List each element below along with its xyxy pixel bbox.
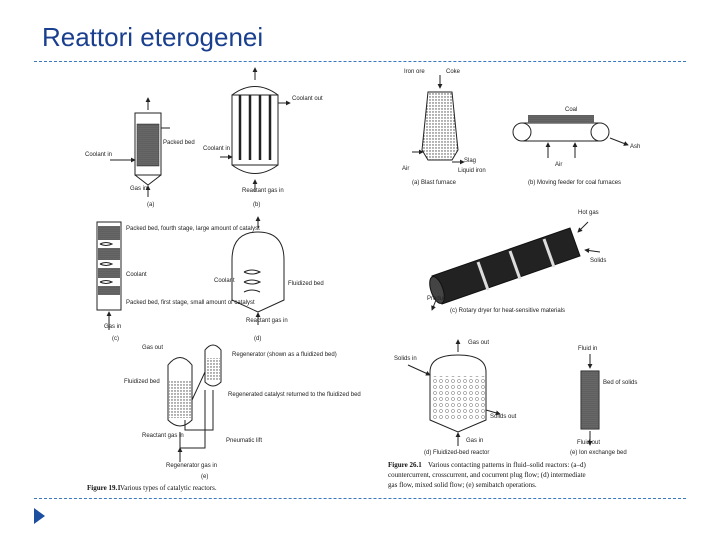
label-coke: Coke [446, 69, 461, 75]
label-sub-d: (d) [254, 336, 261, 342]
label-product: Product [427, 296, 448, 302]
reactor-a-packed-bed: Packed bed Coolant in Gas in (a) [85, 97, 195, 208]
label-sub-c: (c) [112, 336, 119, 342]
label-solids-out: Solids out [490, 414, 517, 420]
label-slag: Slag [464, 158, 476, 164]
title-divider [34, 61, 686, 62]
reactor-c-staged-bed: Packed bed, fourth stage, large amount o… [96, 221, 260, 342]
label-coolant-in-a: Coolant in [85, 152, 112, 158]
label-sub-b: (b) [253, 202, 260, 208]
label-air-a: Air [402, 166, 409, 172]
label-bed-of-solids: Bed of solids [603, 380, 637, 386]
label-gas-out: Gas out [468, 340, 489, 346]
nav-triangle-icon[interactable] [34, 508, 45, 524]
label-coolant-out: Coolant out [292, 96, 323, 102]
label-regenerator-gas-in: Regenerator gas in [166, 463, 217, 469]
caption-26-1-line-1: Various contacting patterns in fluid–sol… [428, 461, 587, 469]
reactor-rotary-dryer: Hot gas Solids Product (c) Rotary dryer … [427, 210, 606, 314]
reactor-d-fluidized-bed: Coolant Fluidized bed Reactant gas in (d… [214, 216, 324, 342]
label-gas-in-a: Gas in [130, 186, 147, 192]
label-ion-exchange: (e) Ion exchange bed [570, 450, 627, 456]
label-hot-gas: Hot gas [578, 210, 599, 216]
label-pneumatic-lift: Pneumatic lift [226, 438, 262, 444]
label-coolant-d: Coolant [214, 278, 235, 284]
label-gas-out-e: Gas out [142, 345, 163, 351]
label-sub-a: (a) [147, 202, 154, 208]
label-ash: Ash [630, 144, 640, 150]
label-liquid-iron: Liquid iron [458, 168, 486, 174]
label-regenerator-shown: Regenerator (shown as a fluidized bed) [232, 352, 337, 358]
label-blast-furnace: (a) Blast furnace [412, 180, 457, 186]
label-reactant-gas-in-e: Reactant gas in [142, 433, 184, 439]
label-coolant-c: Coolant [126, 272, 147, 278]
label-solids-in: Solids in [394, 356, 417, 362]
caption-bold-26-1: Figure 26.1 [388, 461, 422, 469]
caption-bold-19-1: Figure 19.1 [87, 484, 121, 492]
label-coolant-in-b: Coolant in [203, 146, 230, 152]
label-fluid-in: Fluid in [578, 346, 597, 352]
caption-26-1-line-3: gas flow, mixed solid flow; (e) semibatc… [388, 481, 537, 489]
label-coal: Coal [565, 107, 577, 113]
caption-19-1: Various types of catalytic reactors. [120, 484, 217, 492]
label-gas-in-c: Gas in [104, 324, 121, 330]
label-regenerated-catalyst: Regenerated catalyst returned to the flu… [228, 392, 361, 398]
reactor-moving-feeder: Coal Ash Air (b) Moving feeder for coal … [512, 107, 640, 186]
fluid-solid-reactors-figure: Iron ore Coke Air Slag Liquid iron (a) B… [388, 69, 640, 489]
label-reactant-gas-in-b: Reactant gas in [242, 188, 284, 194]
reactor-blast-furnace: Iron ore Coke Air Slag Liquid iron (a) B… [402, 69, 486, 186]
reactor-ion-exchange-bed: Fluid in Bed of solids Fluid out (e) Ion… [570, 346, 637, 456]
catalytic-reactors-figure: Packed bed Coolant in Gas in (a) Coolant… [85, 67, 361, 492]
slide-title: Reattori eterogenei [42, 22, 264, 52]
label-solids-c: Solids [590, 258, 606, 264]
label-reactant-gas-in-d: Reactant gas in [246, 318, 288, 324]
reactor-e-regenerator: Gas out Regenerator (shown as a fluidize… [124, 344, 361, 480]
label-gas-in-d: Gas in [466, 438, 483, 444]
label-sub-e: (e) [201, 474, 208, 480]
label-fluidized-bed-d: Fluidized bed [288, 281, 324, 287]
label-fluidized-bed-reactor: (d) Fluidized-bed reactor [424, 450, 489, 456]
caption-26-1-line-2: countercurrent, crosscurrent, and cocurr… [388, 471, 586, 479]
label-iron-ore: Iron ore [404, 69, 425, 75]
label-packed-bed-fourth: Packed bed, fourth stage, large amount o… [126, 226, 260, 232]
label-packed-bed: Packed bed [163, 140, 195, 146]
reactor-b-multitube: Coolant out Coolant in Reactant gas in (… [203, 67, 323, 208]
label-fluid-out: Fluid out [577, 440, 600, 446]
label-rotary-dryer: (c) Rotary dryer for heat-sensitive mate… [450, 308, 565, 314]
footer-divider [34, 498, 686, 499]
label-air-b: Air [555, 162, 562, 168]
label-moving-feeder: (b) Moving feeder for coal furnaces [528, 180, 621, 186]
label-fluidized-bed-e: Fluidized bed [124, 379, 160, 385]
reactor-fluidized-bed: Gas out Solids in Solids out Gas in (d) … [394, 339, 517, 456]
label-packed-bed-first: Packed bed, first stage, small amount of… [126, 300, 255, 306]
